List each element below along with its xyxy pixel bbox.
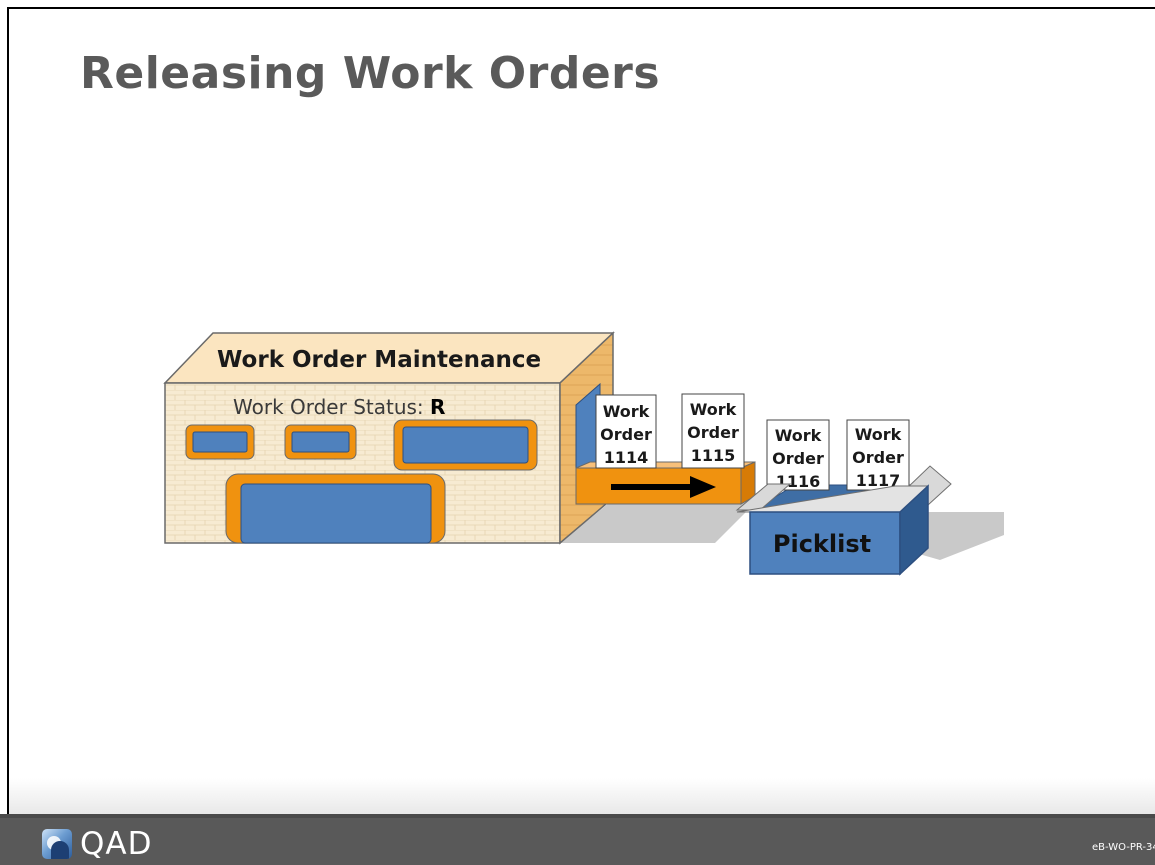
work-order-status-label: Work Order Status: [233, 395, 430, 419]
footer-fade [9, 778, 1155, 818]
work-order-1116-line1: Work [775, 426, 822, 445]
building-window-3-pane [402, 426, 529, 464]
qad-logo-icon [42, 829, 72, 859]
work-order-1117-line2: Order [852, 448, 904, 467]
slide-frame-left [7, 7, 9, 817]
work-order-1114-line1: Work [603, 402, 650, 421]
work-order-1115-line1: Work [690, 400, 737, 419]
picklist-box-side [899, 484, 929, 576]
work-order-1116-line2: Order [772, 449, 824, 468]
conveyor-arrow-icon [690, 476, 716, 498]
work-order-1117-number: 1117 [856, 471, 901, 490]
work-order-doc-1116 [766, 419, 830, 491]
footer-bar [0, 818, 1155, 865]
work-order-1114-line2: Order [600, 425, 652, 444]
work-order-doc-1115 [681, 393, 745, 469]
qad-logo-text: QAD [80, 826, 153, 862]
building-window-1-pane [192, 431, 248, 453]
picklist-box-front [749, 511, 901, 575]
slide-title: Releasing Work Orders [80, 48, 661, 99]
footer-divider [0, 814, 1155, 818]
work-order-status-value: R [430, 395, 445, 419]
work-order-doc-1114 [595, 394, 657, 469]
work-order-1117-line1: Work [855, 425, 902, 444]
building-label: Work Order Maintenance [217, 347, 541, 373]
building-door-pane [240, 483, 432, 544]
work-order-doc-1117 [846, 419, 910, 491]
qad-logo: QAD [42, 826, 153, 862]
work-order-1115-number: 1115 [691, 446, 736, 465]
building-shadow [560, 498, 760, 543]
building-window-2-pane [291, 431, 350, 453]
slide-frame-top [7, 7, 1155, 9]
work-order-1114-number: 1114 [604, 448, 649, 467]
conveyor-arrow-shaft [611, 484, 693, 490]
work-order-1115-line2: Order [687, 423, 739, 442]
picklist-label: Picklist [773, 530, 871, 558]
slide-code: eB-WO-PR-340 [1092, 842, 1155, 853]
work-order-status-text: Work Order Status: R [233, 395, 445, 419]
